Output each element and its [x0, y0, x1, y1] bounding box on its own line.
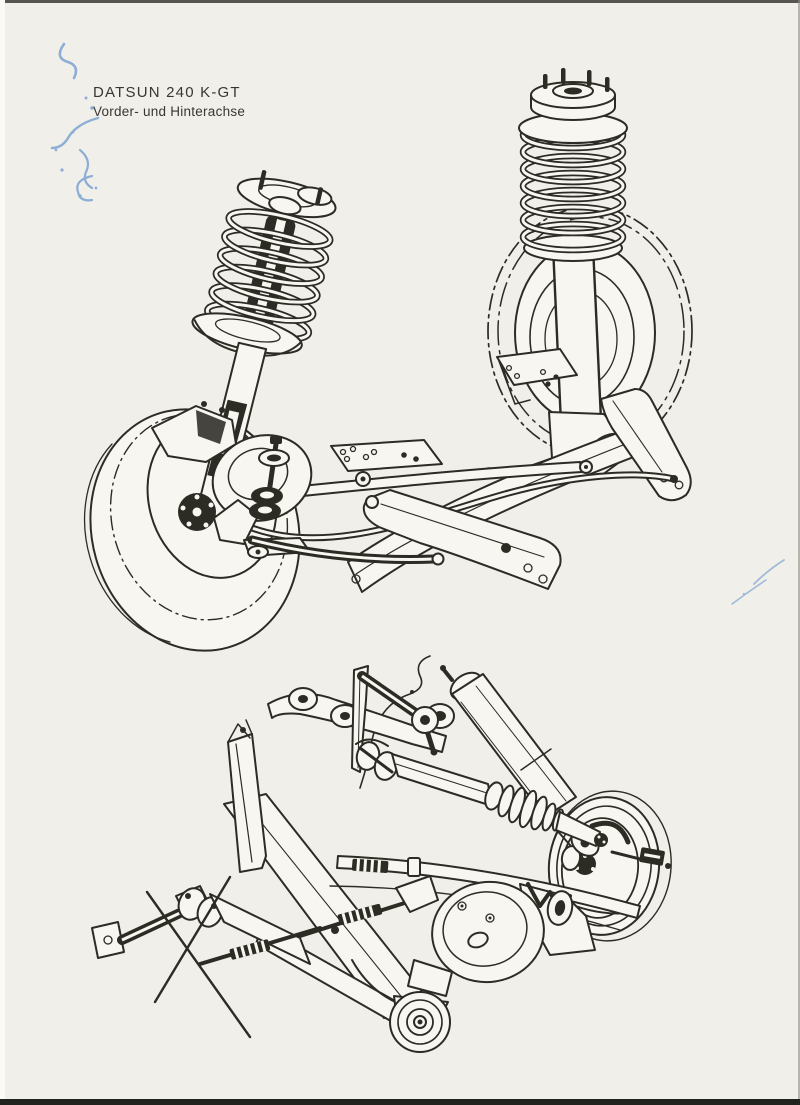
photo-caption: DATSUN 240 K-GT Vorder- und Hinterachse — [93, 84, 245, 121]
idler-wheel-icon — [389, 991, 451, 1053]
propeller-shaft — [91, 885, 311, 965]
stabilizer-bar — [248, 471, 678, 542]
rear-differential-icon — [351, 875, 596, 1005]
frame-fin — [351, 665, 369, 773]
stabilizer-link — [249, 436, 290, 520]
right-mount-plate — [496, 348, 578, 405]
photo-edge-bottom — [0, 1099, 800, 1105]
photo-subtitle: Vorder- und Hinterachse — [93, 103, 246, 119]
frame-channel — [227, 719, 267, 873]
tension-rod — [300, 460, 593, 497]
left-mount-plate — [330, 439, 443, 487]
adjuster-rods — [198, 893, 432, 966]
upper-link-rod — [357, 671, 455, 756]
blue-ink-scribble — [50, 42, 100, 202]
photo-title: DATSUN 240 K-GT — [93, 84, 241, 101]
macpherson-strut-right-icon — [487, 68, 634, 479]
front-lower-control-arm — [247, 535, 445, 566]
front-axle-figure — [83, 68, 693, 652]
photo-edge-left — [0, 0, 5, 1105]
photo-edge-top — [0, 0, 800, 3]
right-bracket-arm — [600, 388, 692, 502]
photo-edge-right — [798, 0, 800, 1105]
blue-ink-streak — [731, 559, 785, 605]
rear-axle-figure — [91, 655, 672, 1053]
rear-halfshaft-icon — [355, 738, 608, 847]
center-bracket-plate — [362, 489, 562, 590]
